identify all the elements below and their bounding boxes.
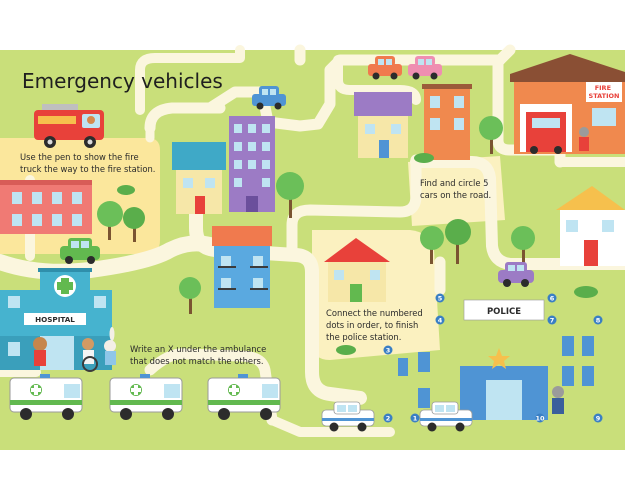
tower-purple (229, 116, 275, 212)
fire-station (510, 54, 625, 154)
trees-left (97, 201, 145, 242)
cream-patch-top-right (408, 156, 505, 226)
dot-to-dot (383, 293, 603, 423)
cars-instruction: Find and circle 5 cars on the road. (420, 178, 491, 200)
tree-lower-middle (179, 277, 201, 314)
fire-truck[interactable] (34, 104, 104, 148)
dot-2: 2 (386, 414, 391, 422)
dot-10: 10 (535, 414, 545, 422)
ambulance-2[interactable] (109, 374, 183, 420)
house-purple-roof (354, 92, 412, 158)
dot-6: 6 (550, 294, 555, 302)
dot-7: 7 (550, 316, 555, 324)
dot-5: 5 (438, 294, 443, 302)
maze-roads (0, 44, 625, 437)
apartment-blue (212, 226, 272, 308)
police-station (398, 299, 594, 420)
police-instruction: Connect the numbered dots in order, to f… (326, 308, 425, 342)
hospital-sign: HOSPITAL (35, 315, 75, 324)
car-green[interactable] (60, 238, 100, 264)
fire-truck-instruction: Use the pen to show the fire truck the w… (20, 152, 155, 174)
dot-4: 4 (438, 316, 443, 324)
bushes (117, 153, 598, 355)
page-title: Emergency vehicles (22, 69, 223, 93)
trees-center-right (420, 219, 535, 264)
car-purple[interactable] (498, 262, 534, 287)
car-pink[interactable] (408, 56, 442, 80)
ambulance-1[interactable] (9, 374, 83, 420)
house-teal-roof (172, 142, 226, 214)
hospital-characters (33, 327, 116, 372)
house-yellow (556, 186, 625, 266)
car-orange[interactable] (368, 56, 402, 80)
dot-9: 9 (596, 414, 601, 422)
fire-station-sign: FIRE STATION (589, 84, 620, 100)
house-red-roof (324, 238, 390, 302)
pink-building (0, 180, 92, 234)
police-officer (552, 386, 564, 414)
police-car-2[interactable] (419, 401, 473, 432)
dot-1: 1 (413, 414, 418, 422)
dot-8: 8 (596, 316, 601, 324)
police-car-1[interactable] (321, 401, 375, 432)
police-sign: POLICE (487, 307, 521, 317)
dot-3: 3 (386, 346, 391, 354)
tower-orange (422, 84, 472, 160)
car-blue[interactable] (252, 86, 286, 110)
ambulance-3[interactable] (207, 374, 281, 420)
tree-middle (276, 172, 304, 218)
ambulance-instruction: Write an X under the ambulance that does… (130, 344, 269, 366)
tree-top-right (479, 116, 503, 154)
